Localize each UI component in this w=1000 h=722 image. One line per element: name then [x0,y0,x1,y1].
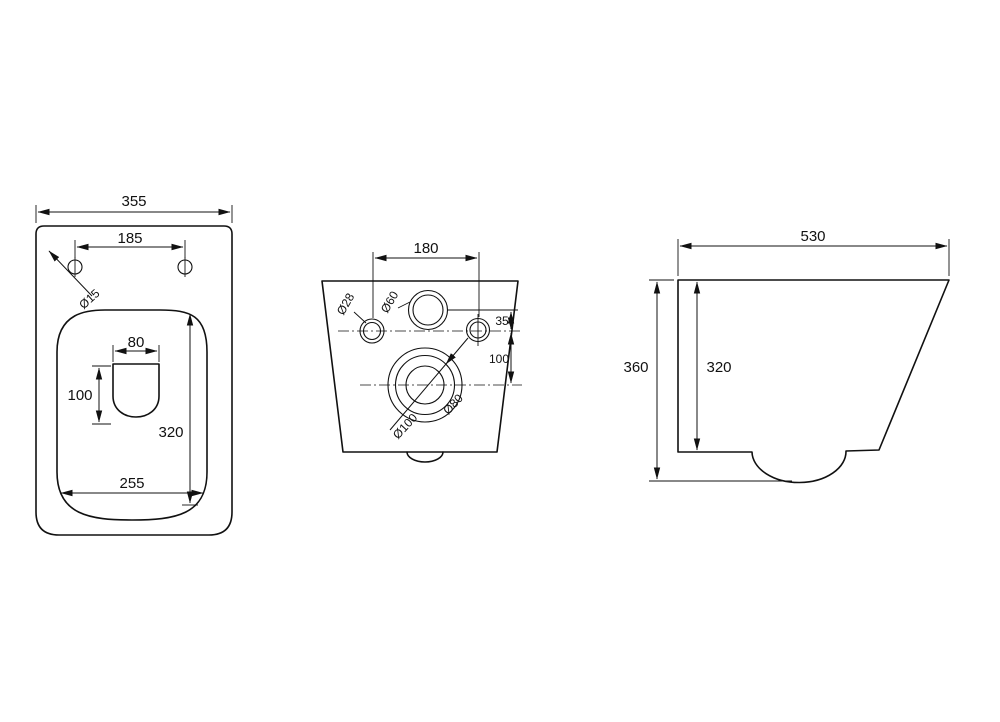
dim-label-100-rear: 100 [489,352,509,366]
side-view-dim-body-height: 320 [693,281,732,451]
outlet-diagonal-leader [389,337,469,431]
mounting-holes [67,257,193,277]
dim-label-320-top: 320 [158,424,183,441]
dim-label-255: 255 [119,475,144,492]
rear-view-outlet-bump [406,451,444,463]
top-view-dim-hole-spacing: 185 [74,230,186,258]
top-view-dim-bowl-depth: 320 [158,313,198,506]
dim-label-35: 35 [495,314,509,328]
bowl-rim-outline [56,309,208,521]
dim-label-320-side: 320 [706,359,731,376]
top-view-dim-bowl-width: 255 [60,475,204,497]
dim-label-355: 355 [121,193,146,210]
dim-label-530: 530 [800,228,825,245]
inlet-circle-60 [407,289,449,331]
flush-area-outline [112,363,160,418]
dim-label-360: 360 [623,359,648,376]
outlet-circles [387,347,463,423]
rear-view-outline [321,280,519,453]
dim-label-185: 185 [117,230,142,247]
inlet-circle-28 [359,318,385,344]
side-view-dim-overall-height: 360 [623,279,792,482]
top-view-outline [35,225,233,536]
dim-label-100-top: 100 [67,387,92,404]
side-view-outline [677,279,950,484]
rear-view-dim-hole-spacing: 180 [372,240,480,318]
right-fixing-hole [465,314,491,346]
dim-label-80: 80 [128,334,145,351]
side-view: 530 360 320 [623,228,950,484]
side-view-dim-depth: 530 [677,228,950,276]
rear-view-dim-offsets: 35 100 [489,311,515,384]
top-view-dim-flush-depth: 100 [67,365,111,425]
dim-label-180: 180 [413,240,438,257]
top-view-dim-flush-width: 80 [112,334,160,362]
top-view-dim-overall-width: 355 [35,193,233,223]
